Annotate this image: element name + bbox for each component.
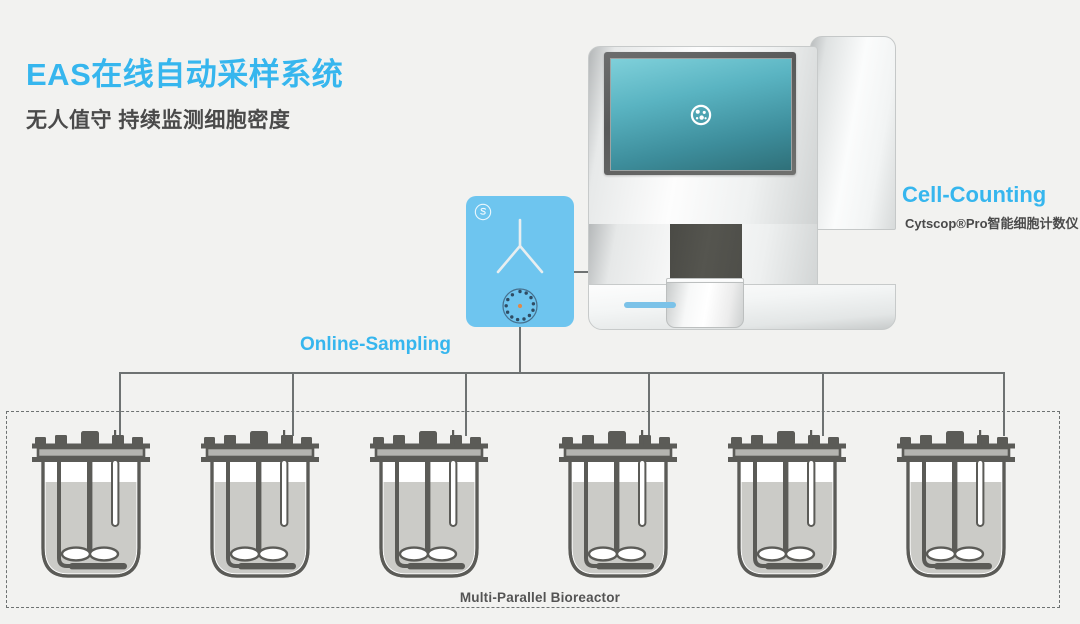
headline-block: EAS在线自动采样系统 无人值守 持续监测细胞密度 xyxy=(26,57,344,134)
drop-line-4 xyxy=(648,372,650,436)
bioreactor-unit-3[interactable] xyxy=(364,430,494,588)
sample-chamber xyxy=(670,224,742,284)
bioreactor-drawing xyxy=(32,430,150,578)
sample-drawer[interactable] xyxy=(666,282,744,328)
bus-line-horizontal xyxy=(119,372,1004,374)
bioreactor-unit-5[interactable] xyxy=(722,430,852,588)
bioreactor-drawing xyxy=(370,430,488,578)
bioreactor-unit-2[interactable] xyxy=(195,430,325,588)
s-logo-icon xyxy=(474,203,492,221)
status-indicator-strip xyxy=(624,302,676,308)
y-valve-icon xyxy=(496,218,544,274)
link-sampler-to-counter xyxy=(574,271,590,273)
bioreactor-unit-1[interactable] xyxy=(26,430,156,588)
bioreactor-drawing xyxy=(897,430,1015,578)
bioreactor-group-label: Multi-Parallel Bioreactor xyxy=(459,590,621,605)
cell-counter-device[interactable] xyxy=(588,36,896,330)
counter-side-column xyxy=(810,36,896,230)
drop-line-1 xyxy=(119,372,121,436)
drop-line-3 xyxy=(465,372,467,436)
bioreactor-unit-6[interactable] xyxy=(891,430,1021,588)
bioreactor-group-boundary xyxy=(6,411,1060,608)
page-title: EAS在线自动采样系统 xyxy=(26,57,344,92)
cell-counting-label: Cell-Counting xyxy=(902,182,1047,207)
cell-counting-model: Cytscop®Pro智能细胞计数仪 xyxy=(905,216,1079,231)
drop-line-2 xyxy=(292,372,294,436)
online-sampling-label: Online-Sampling xyxy=(300,334,451,355)
bioreactor-unit-4[interactable] xyxy=(553,430,683,588)
bioreactor-drawing xyxy=(201,430,319,578)
bioreactor-drawing xyxy=(728,430,846,578)
counter-screen-bezel xyxy=(604,52,796,175)
page-subtitle: 无人值守 持续监测细胞密度 xyxy=(26,109,291,133)
link-sampler-stem xyxy=(519,327,521,373)
bioreactor-drawing xyxy=(559,430,677,578)
counter-screen[interactable] xyxy=(610,58,792,171)
cell-icon xyxy=(690,104,712,125)
online-sampling-device[interactable] xyxy=(466,196,574,327)
rotary-dial-icon[interactable] xyxy=(498,284,542,328)
drop-line-6 xyxy=(1003,372,1005,436)
drop-line-5 xyxy=(822,372,824,436)
